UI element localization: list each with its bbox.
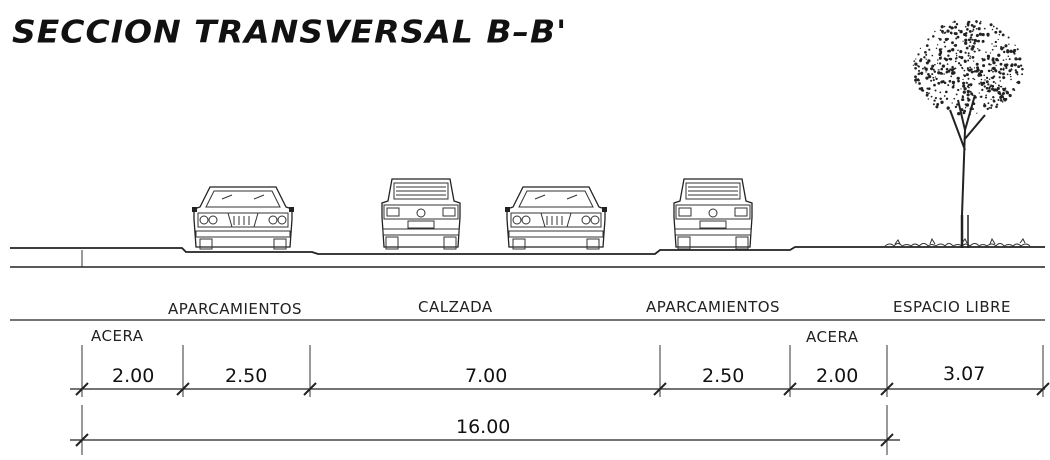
- dim-acera-right: 2.00: [816, 365, 858, 387]
- dim-calzada: 7.00: [465, 365, 507, 387]
- dim-aparcamiento-right: 2.50: [702, 365, 744, 387]
- vehicle-rear-1: [381, 178, 461, 250]
- dim-espacio-libre: 3.07: [943, 363, 985, 385]
- vehicle-front-2: [504, 186, 608, 250]
- dim-acera-left: 2.00: [112, 365, 154, 387]
- label-espacio-libre: ESPACIO LIBRE: [893, 298, 1011, 316]
- dimension-row-segments: [70, 345, 1050, 397]
- dim-aparcamiento-left: 2.50: [225, 365, 267, 387]
- dimension-row-total: [70, 405, 900, 455]
- label-acera-right: ACERA: [806, 328, 859, 346]
- ground-profile: [10, 237, 1045, 268]
- tree-foliage: [912, 20, 1024, 116]
- drawing-title: SECCION TRANSVERSAL B–B': [12, 12, 568, 51]
- vehicle-front-1: [191, 186, 295, 250]
- label-acera-left: ACERA: [91, 327, 144, 345]
- tree-icon: [912, 20, 1024, 248]
- label-aparcamientos-left: APARCAMIENTOS: [168, 300, 302, 318]
- label-calzada: CALZADA: [418, 298, 493, 316]
- label-aparcamientos-right: APARCAMIENTOS: [646, 298, 780, 316]
- dim-total: 16.00: [456, 416, 510, 438]
- vehicle-rear-2: [673, 178, 753, 250]
